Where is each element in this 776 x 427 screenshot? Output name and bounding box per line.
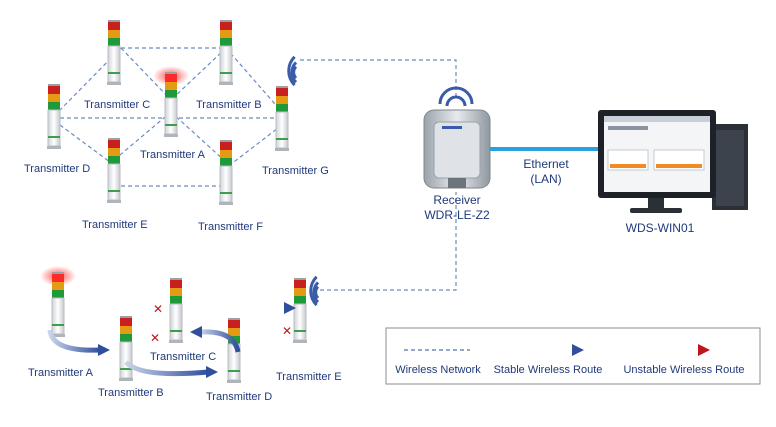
- computer-label: WDS-WIN01: [626, 221, 695, 235]
- label-top-transmitter-d: Transmitter D: [24, 163, 90, 175]
- receiver-label: Receiver: [433, 193, 480, 207]
- label-top-transmitter-g: Transmitter G: [262, 165, 329, 177]
- signal-tower: [40, 266, 76, 337]
- label-route-transmitter-c: Transmitter C: [150, 351, 216, 363]
- wifi-icon: [309, 275, 320, 307]
- label-route-transmitter-a: Transmitter A: [28, 367, 94, 379]
- label-route-transmitter-e: Transmitter E: [276, 371, 342, 383]
- receiver-model: WDR-LE-Z2: [424, 208, 490, 222]
- legend: [385, 327, 761, 385]
- label-route-transmitter-b: Transmitter B: [98, 387, 164, 399]
- receiver-device: [423, 86, 491, 189]
- x-mark: ✕: [282, 324, 292, 338]
- label-top-transmitter-f: Transmitter F: [198, 221, 263, 233]
- legend-unstable-route: Unstable Wireless Route: [623, 364, 744, 376]
- lan-label: (LAN): [530, 172, 561, 186]
- x-mark: ✕: [150, 331, 160, 345]
- ethernet-label: Ethernet: [523, 157, 569, 171]
- signal-tower: [219, 140, 233, 205]
- label-route-transmitter-d: Transmitter D: [206, 391, 272, 403]
- computer-icon: [598, 110, 748, 213]
- signal-tower: [275, 86, 289, 151]
- signal-tower: [47, 84, 61, 149]
- legend-wireless-network: Wireless Network: [395, 364, 481, 376]
- label-top-transmitter-b: Transmitter B: [196, 99, 262, 111]
- label-top-transmitter-c: Transmitter C: [84, 99, 150, 111]
- signal-tower: [169, 278, 183, 343]
- signal-tower: [219, 20, 233, 85]
- signal-towers: [40, 20, 307, 383]
- signal-tower: [107, 138, 121, 203]
- legend-stable-route: Stable Wireless Route: [494, 364, 603, 376]
- route-arrows: ✕ ✕ ✕: [47, 302, 296, 378]
- wifi-icon: [287, 55, 298, 87]
- x-mark: ✕: [153, 302, 163, 316]
- signal-tower: [119, 316, 133, 381]
- signal-tower: [107, 20, 121, 85]
- label-top-transmitter-a: Transmitter A: [140, 149, 206, 161]
- signal-tower: [153, 66, 189, 137]
- label-top-transmitter-e: Transmitter E: [82, 219, 148, 231]
- signal-tower: [293, 278, 307, 343]
